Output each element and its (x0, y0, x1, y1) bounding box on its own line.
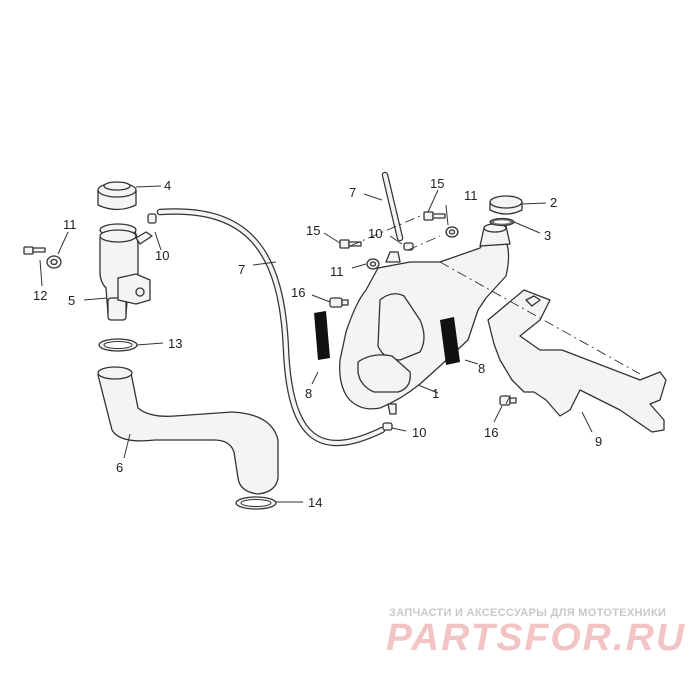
callout-2: 2 (550, 195, 557, 210)
watermark-tagline: ЗАПЧАСТИ И АКСЕССУАРЫ ДЛЯ МОТОТЕХНИКИ (389, 607, 666, 619)
callout-3: 3 (544, 228, 551, 243)
expansion-tank (339, 223, 511, 415)
washer-11-mid (366, 258, 380, 270)
callout-9: 9 (595, 434, 602, 449)
mounting-bracket-9 (487, 289, 667, 433)
callout-16-left: 16 (291, 285, 305, 300)
bolt-12 (23, 246, 46, 255)
seal-3 (489, 217, 515, 227)
bolt-16-left (329, 297, 349, 308)
clip-10-top (147, 213, 157, 224)
callout-8-left: 8 (305, 386, 312, 401)
callout-10-reservoir: 10 (155, 248, 169, 263)
filler-cap-2 (489, 195, 523, 215)
rubber-pad-8-left (314, 311, 330, 360)
clip-10-bottom (382, 422, 393, 431)
coolant-hose-6 (97, 366, 279, 495)
rubber-pad-8-right (440, 317, 460, 365)
washer-11-right (445, 226, 459, 238)
hose-clamp-14 (235, 496, 277, 510)
callout-10-mid: 10 (368, 226, 382, 241)
callout-11-mid: 11 (330, 264, 344, 279)
callout-12: 12 (33, 288, 47, 303)
bolt-15-right (423, 211, 446, 221)
coolant-reservoir-bottle (99, 223, 153, 321)
callout-1: 1 (432, 386, 439, 401)
callout-14: 14 (308, 495, 322, 510)
breather-hose-7 (381, 171, 404, 242)
callout-7-top: 7 (349, 185, 356, 200)
callout-5: 5 (68, 293, 75, 308)
callout-16-right: 16 (484, 425, 498, 440)
watermark-brand-logo: PARTSFOR.RU (386, 617, 686, 659)
callout-6: 6 (116, 460, 123, 475)
callout-7-hose: 7 (238, 262, 245, 277)
callout-13: 13 (168, 336, 182, 351)
bolt-16-right (499, 395, 517, 406)
callout-11-left: 11 (63, 217, 77, 232)
washer-11-left (46, 255, 62, 269)
overflow-hose-7 (156, 208, 386, 447)
bolt-15-left (339, 239, 362, 249)
callout-10-bottom: 10 (412, 425, 426, 440)
callout-4: 4 (164, 178, 171, 193)
hose-clamp-13 (98, 338, 138, 352)
callout-15-left: 15 (306, 223, 320, 238)
callout-8-right: 8 (478, 361, 485, 376)
clip-10-mid (403, 242, 414, 251)
reservoir-cap (97, 181, 137, 211)
callout-11-right: 11 (464, 188, 478, 203)
callout-15-right: 15 (430, 176, 444, 191)
